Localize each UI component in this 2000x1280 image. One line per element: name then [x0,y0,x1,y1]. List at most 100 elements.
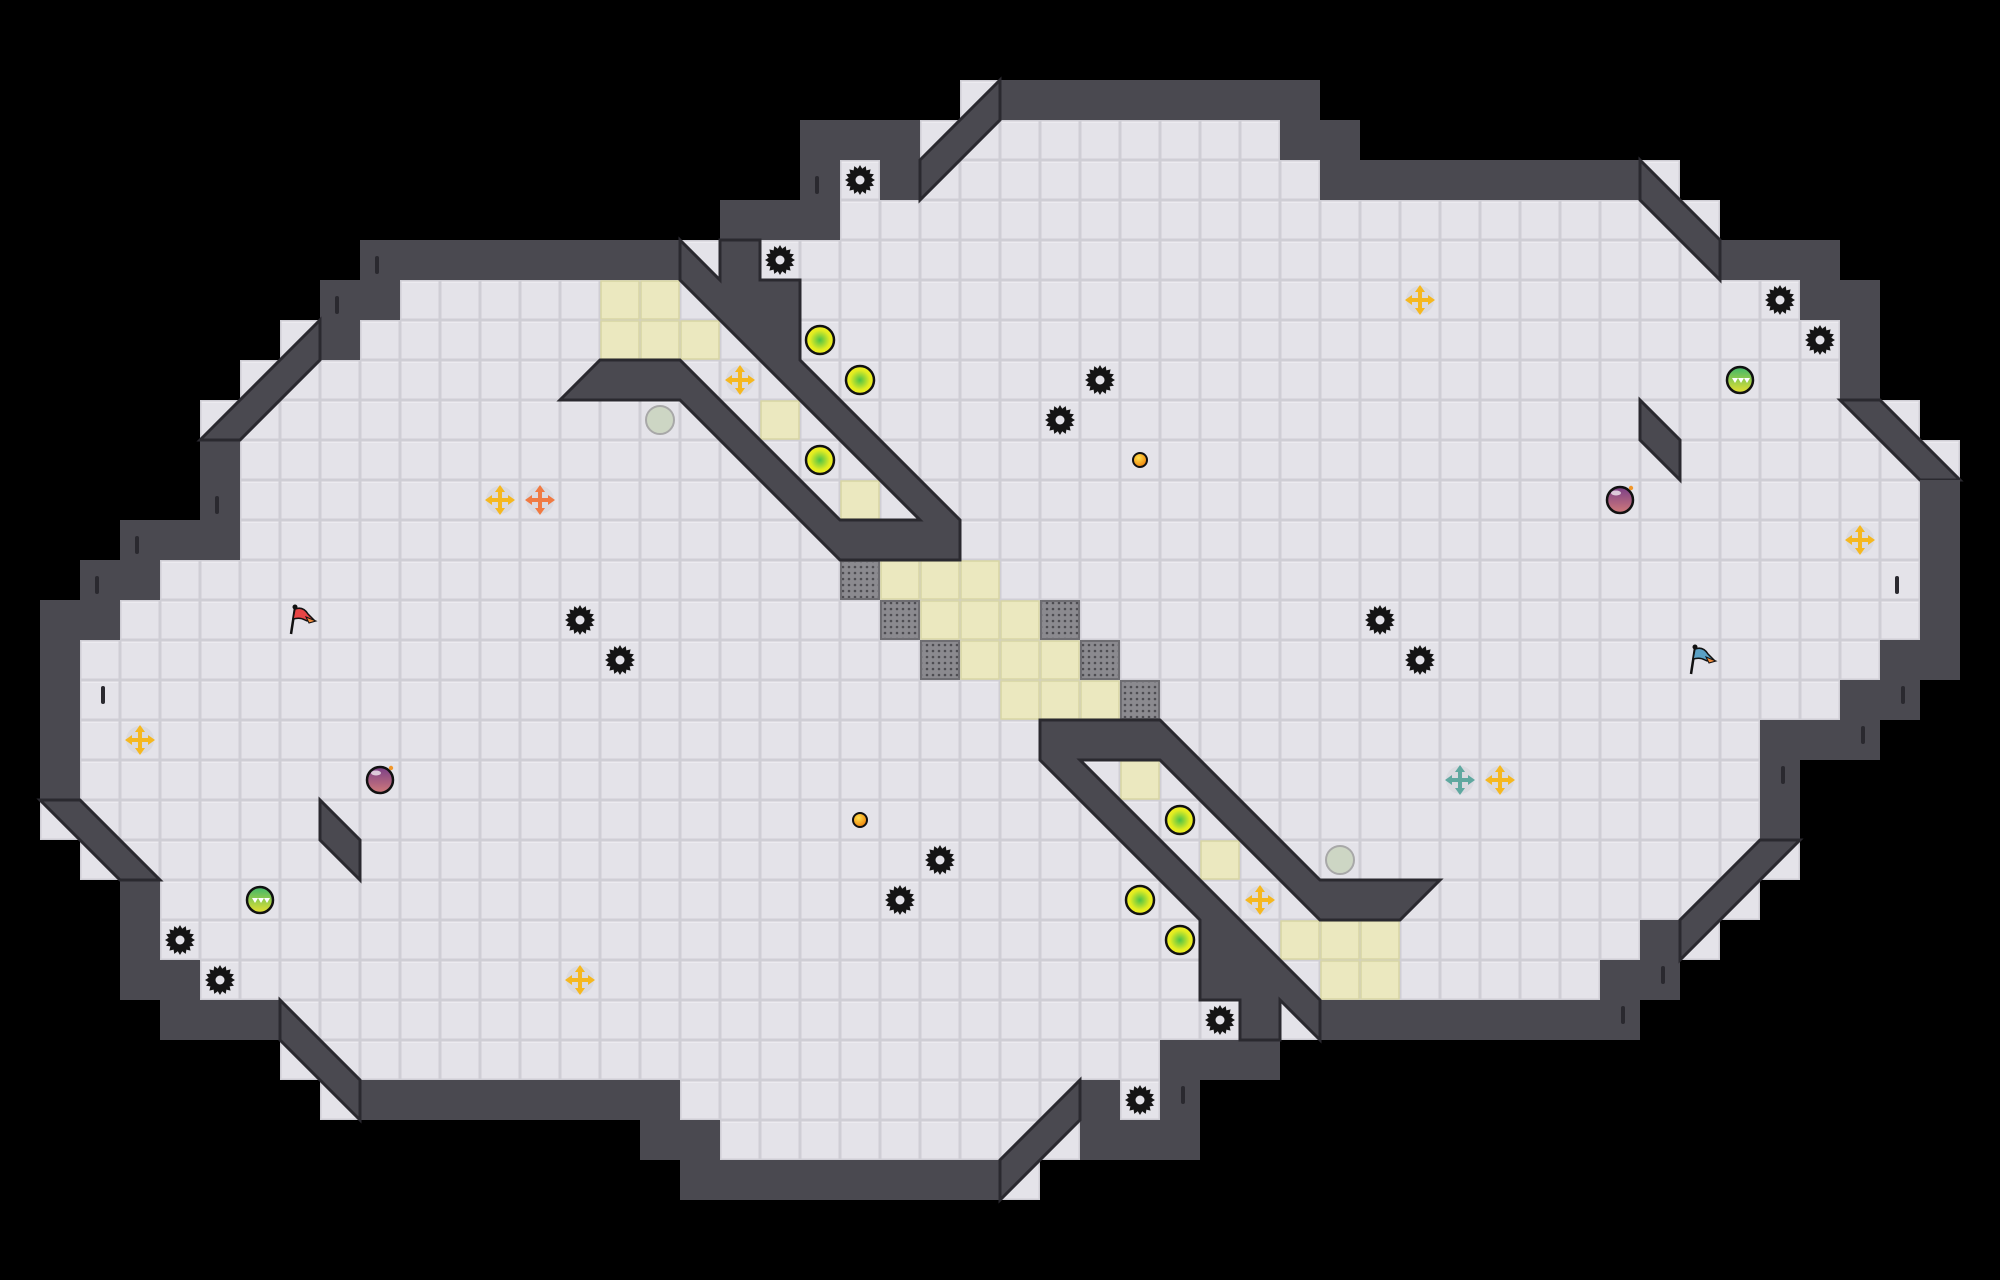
gear-icon [605,645,635,675]
gear-icon [845,165,875,195]
wall-block [1120,80,1160,120]
wall-block [1760,240,1800,280]
wall-block [680,1120,720,1160]
wall-block [80,600,120,640]
wall-block [1440,1000,1480,1040]
wall-block [640,1080,680,1120]
wall-block [1000,80,1040,120]
wall-block [400,1080,440,1120]
wall-block [1800,240,1840,280]
wall-block [40,640,80,680]
yellow-tile [640,320,680,360]
wall-block [520,1080,560,1120]
wall-block [120,560,160,600]
wall-block [760,1160,800,1200]
yellow-tile [1000,640,1040,680]
wall-block [320,280,360,320]
move-cross-icon [525,485,555,515]
wall-block [360,240,400,280]
grate-tile [880,600,920,640]
wall-block [120,520,160,560]
wall-block [1120,1120,1160,1160]
wall-segment [1038,718,1444,1044]
wall-block [1480,160,1520,200]
yellow-tile [1200,840,1240,880]
move-cross-icon [1405,285,1435,315]
wall-block [1920,520,1960,560]
wall-block [1160,1080,1200,1120]
wall-block [40,720,80,760]
wall-segment [918,76,1002,204]
gear-icon [1365,605,1395,635]
yellow-orb-icon [804,324,836,356]
wall-seam [375,256,379,274]
wall-block [800,160,840,200]
wall-block [640,240,680,280]
wall-block [1600,160,1640,200]
wall-block [40,680,80,720]
wall-block [800,120,840,160]
wall-block [200,1000,240,1040]
wall-block [920,1160,960,1200]
wall-block [640,1120,680,1160]
wall-seam [1895,576,1899,594]
flag-icon [289,604,318,635]
coin-icon [1132,452,1148,468]
wall-block [1880,640,1920,680]
wall-block [960,1160,1000,1200]
wall-block [1360,160,1400,200]
gear-icon [885,885,915,915]
wall-block [200,480,240,520]
yellow-tile [920,600,960,640]
wall-block [1040,80,1080,120]
yellow-tile [1120,760,1160,800]
move-cross-icon [725,365,755,395]
yellow-orb-icon [1124,884,1156,916]
wall-seam [1181,1086,1185,1104]
wall-block [1760,760,1800,800]
yellow-tile [680,320,720,360]
move-cross-icon [1485,765,1515,795]
wall-block [80,560,120,600]
wall-segment [196,316,322,442]
wall-block [760,200,800,240]
wall-block [680,1160,720,1200]
yellow-tile [640,280,680,320]
gear-icon [165,925,195,955]
wall-block [360,1080,400,1120]
yellow-orb-icon [1164,804,1196,836]
yellow-tile [600,320,640,360]
wall-block [1200,1040,1240,1080]
wall-block [1080,80,1120,120]
yellow-tile [1040,680,1080,720]
wall-segment [998,1076,1082,1204]
wall-block [1480,1000,1520,1040]
wall-block [1600,1000,1640,1040]
wall-block [840,120,880,160]
wall-block [840,1160,880,1200]
wall-block [120,960,160,1000]
wall-block [1160,1120,1200,1160]
wall-block [1520,1000,1560,1040]
wall-block [160,960,200,1000]
wall-block [1600,960,1640,1000]
wall-segment [278,996,362,1124]
wall-block [1800,720,1840,760]
gear-icon [1085,365,1115,395]
wall-block [1840,720,1880,760]
wall-block [1160,80,1200,120]
wall-block [880,1160,920,1200]
wall-block [40,760,80,800]
wall-block [1320,120,1360,160]
wall-block [1520,160,1560,200]
wall-block [880,120,920,160]
coin-icon [852,812,868,828]
wall-block [120,880,160,920]
floor-grid [40,80,1960,1200]
wall-block [880,160,920,200]
gear-icon [1765,285,1795,315]
special-tiles [600,280,1400,1000]
move-cross-icon [565,965,595,995]
yellow-tile [840,480,880,520]
